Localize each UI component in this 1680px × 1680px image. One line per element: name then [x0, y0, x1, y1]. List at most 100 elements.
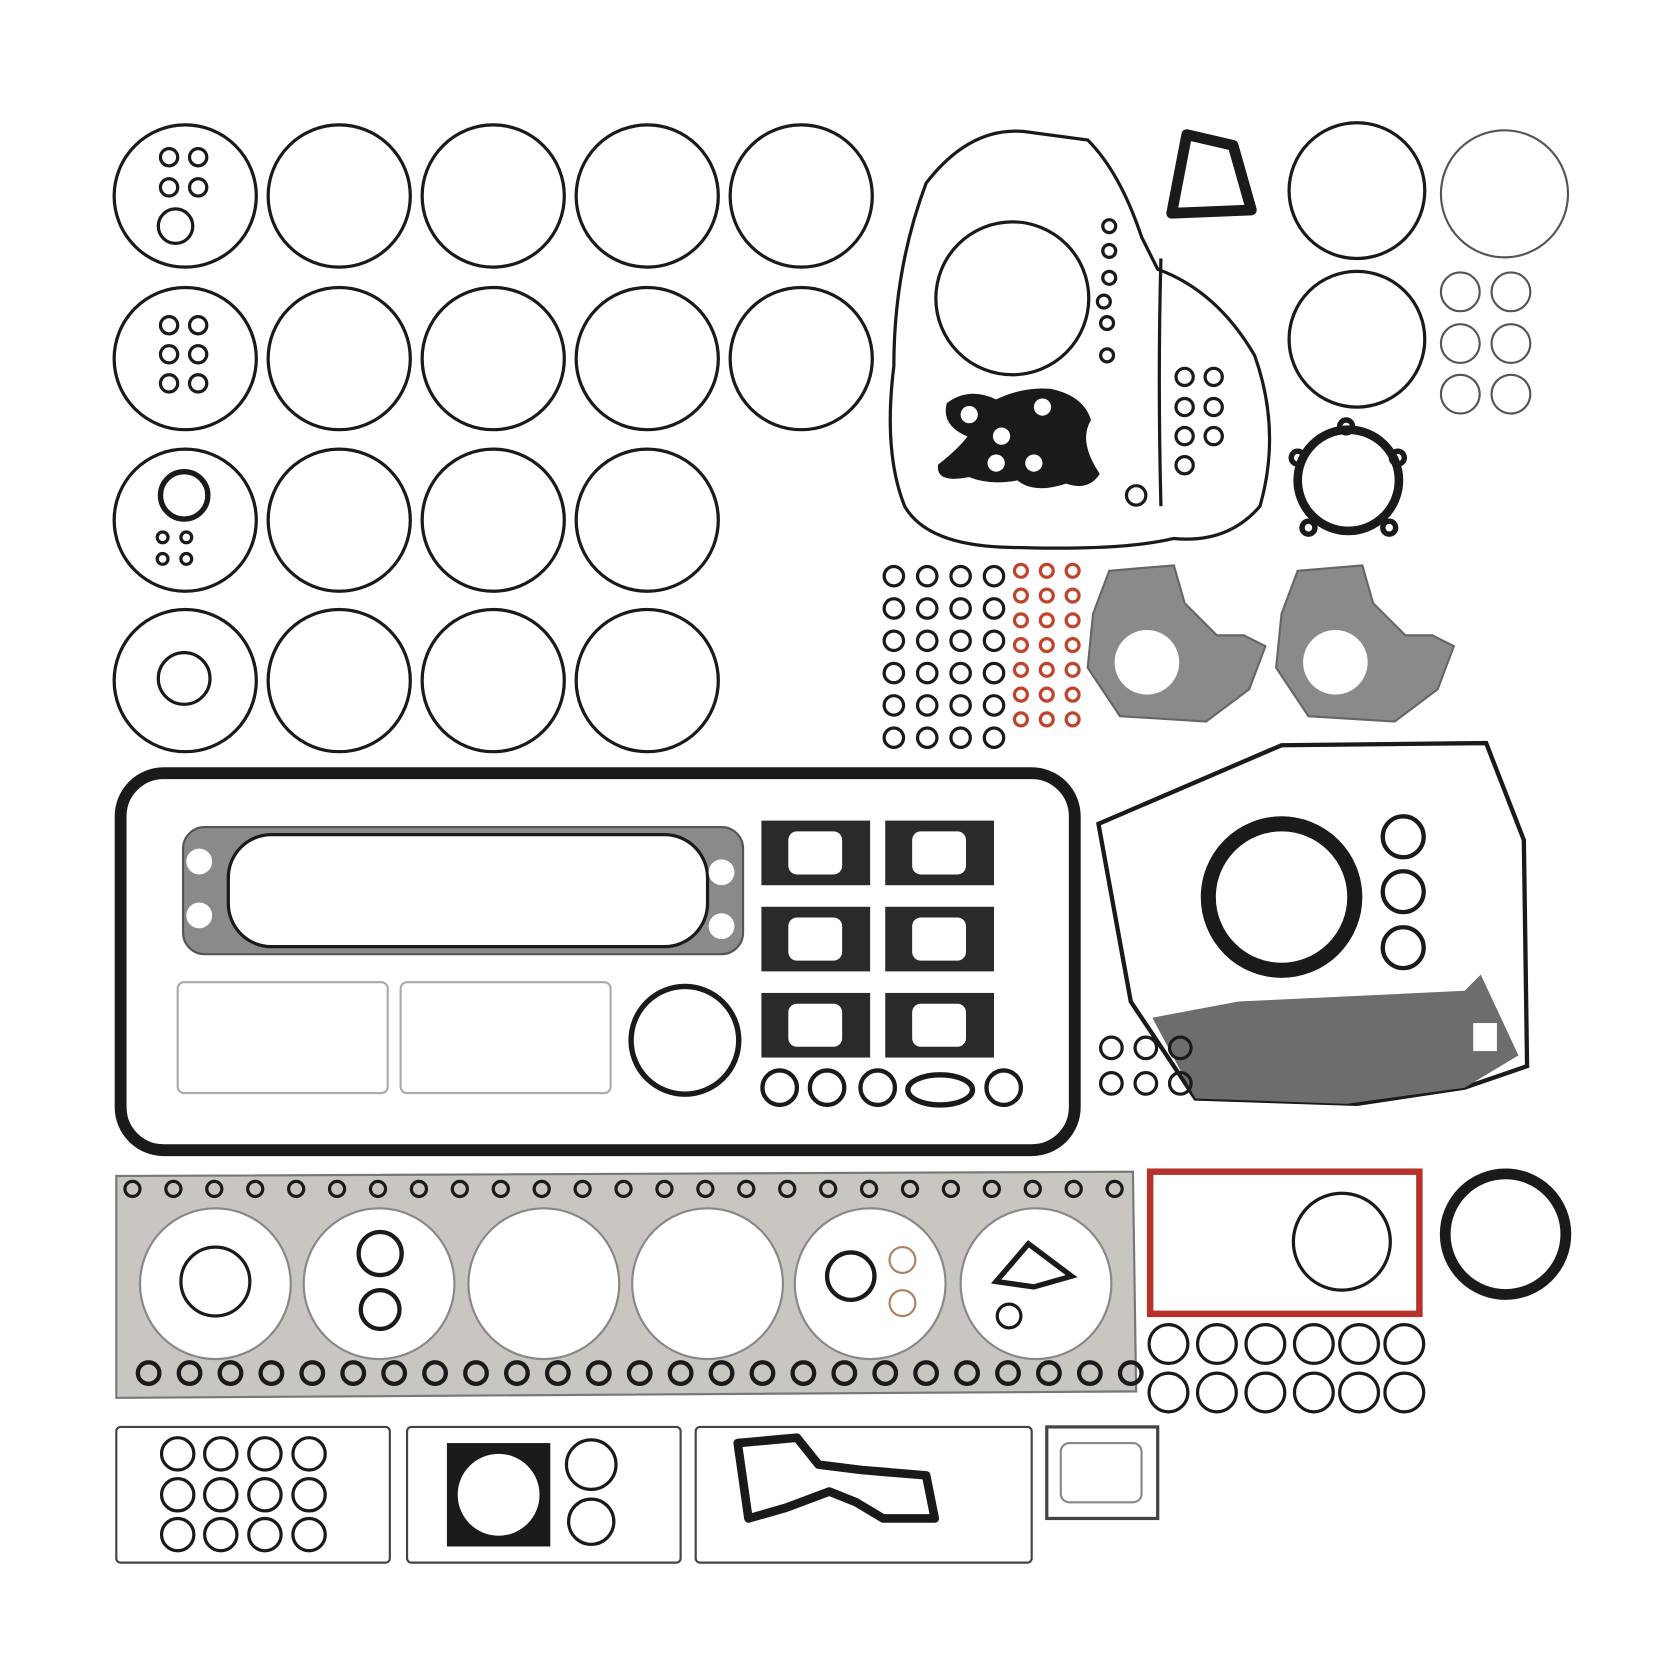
small-o-ring [1174, 396, 1195, 418]
seal-ring [934, 220, 1091, 377]
small-o-ring [158, 147, 180, 168]
o-ring [1380, 814, 1426, 860]
bolt-hole [790, 1360, 817, 1386]
bolt-hole [831, 1360, 858, 1386]
round-cover-gasket [628, 983, 742, 1097]
o-ring [358, 1288, 402, 1332]
liner-seal-ring [574, 447, 720, 593]
bolt-hole [708, 1360, 735, 1386]
small-o-ring [882, 726, 906, 749]
small-o-ring [1490, 373, 1532, 415]
liner-seal-ring [266, 607, 412, 754]
small-o-ring [1490, 323, 1532, 364]
crankshaft-seal [1200, 816, 1363, 978]
copper-washer [1064, 637, 1081, 654]
liner-seal-ring [728, 285, 874, 432]
flange-ear [1337, 417, 1356, 436]
small-o-ring [915, 564, 939, 588]
o-ring [291, 1436, 327, 1472]
liner-seal-ring [574, 123, 720, 269]
water-hole [900, 1179, 920, 1199]
water-hole [982, 1179, 1001, 1199]
copper-washer [1038, 587, 1055, 604]
water-hole [941, 1179, 961, 1199]
bolt-hole [340, 1360, 367, 1386]
oval-flange-gasket [905, 1072, 976, 1108]
thermostat-gasket [1059, 1442, 1143, 1504]
timing-cover-divider [1157, 258, 1163, 507]
o-ring [159, 1516, 196, 1553]
bolt-hole [544, 1360, 571, 1386]
liner-seal-ring [574, 607, 720, 754]
gasket-bag [115, 1425, 391, 1564]
small-o-ring [187, 373, 209, 394]
copper-washer [1038, 711, 1055, 728]
small-bag [1045, 1425, 1160, 1521]
copper-washer [1038, 637, 1055, 654]
small-o-ring [949, 629, 972, 653]
liner-seal-ring [112, 123, 258, 269]
pump-hole [987, 454, 1005, 472]
small-o-ring [1174, 455, 1195, 476]
seal-ring [1287, 269, 1427, 409]
water-hole [246, 1179, 265, 1199]
oil-pan-gasket [114, 767, 1081, 1157]
small-o-ring [155, 551, 170, 566]
timing-cover-gasket [888, 129, 1272, 550]
o-ring [1244, 1371, 1287, 1414]
water-hole [368, 1179, 388, 1199]
bolt-hole [186, 848, 213, 875]
water-hole [1023, 1179, 1042, 1199]
pump-gasket [937, 388, 1100, 489]
bolt-hole [422, 1360, 448, 1386]
rear-cover-gray-section [1152, 974, 1519, 1104]
pump-hole [960, 406, 978, 424]
o-ring [291, 1477, 327, 1513]
pump-hole [1025, 454, 1043, 472]
small-o-ring [1099, 347, 1116, 364]
exhaust-port-opening [788, 831, 843, 875]
small-o-ring [1098, 1070, 1124, 1096]
o-ring [1292, 1323, 1335, 1365]
small-o-ring [157, 469, 211, 522]
small-o-ring [1439, 271, 1481, 313]
o-ring [202, 1516, 239, 1553]
cylinder-bore [467, 1207, 621, 1361]
water-hole [491, 1179, 510, 1199]
liner-seal-ring [728, 123, 874, 269]
small-o-ring [949, 694, 972, 717]
copper-washer [1012, 637, 1029, 654]
o-ring [1383, 1323, 1426, 1365]
liner-seal-ring [266, 285, 412, 432]
bolt-hole [504, 1360, 530, 1386]
gasket-bag [694, 1425, 1033, 1564]
small-o-ring [155, 530, 170, 545]
water-hole [696, 1179, 715, 1199]
o-ring [159, 1436, 196, 1472]
small-o-ring [1101, 242, 1118, 259]
water-hole [327, 1179, 347, 1199]
o-ring [247, 1436, 283, 1472]
small-o-ring [1203, 425, 1224, 447]
gasket-port [1114, 630, 1180, 695]
water-hole [655, 1179, 674, 1199]
small-o-ring [1095, 293, 1112, 310]
cylinder-bore [302, 1207, 456, 1361]
small-o-ring [882, 597, 906, 620]
flange-ear [1380, 518, 1399, 537]
small-o-ring [187, 344, 209, 365]
flange-ear [1299, 518, 1318, 537]
rear-cover-gasket [1096, 740, 1530, 1107]
bolt-hole [217, 1360, 244, 1386]
gasket-bag [406, 1425, 682, 1564]
water-hole [409, 1179, 429, 1199]
o-ring [1380, 869, 1426, 915]
bolt-hole [258, 1360, 285, 1386]
small-o-ring [1133, 1070, 1159, 1096]
copper-washer [1064, 686, 1081, 703]
copper-washer [1038, 612, 1055, 629]
o-ring [807, 1068, 847, 1108]
side-cover-gasket [399, 981, 612, 1095]
cylinder-bore [631, 1207, 784, 1361]
small-o-ring [1099, 314, 1116, 332]
